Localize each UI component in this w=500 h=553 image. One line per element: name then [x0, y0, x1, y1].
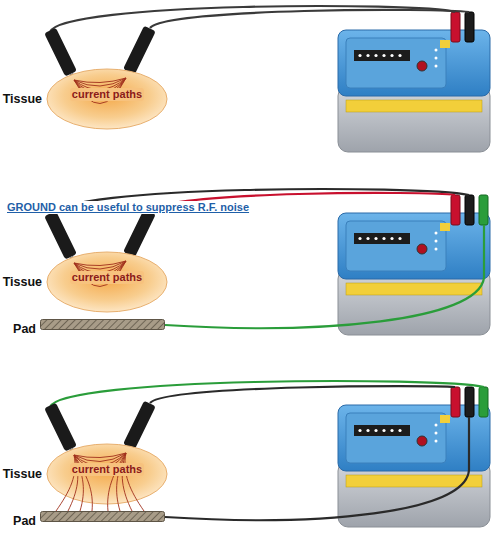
tissue-label: Tissue — [3, 92, 42, 106]
ground-pad: Pad — [40, 511, 165, 522]
tissue-ellipse: Tissuecurrent paths — [46, 251, 168, 313]
tissue-label: Tissue — [3, 467, 42, 481]
ground-terminal — [479, 195, 488, 225]
tissue-ellipse: Tissuecurrent paths — [46, 443, 168, 505]
note-text: GROUND can be useful to suppress R.F. no… — [5, 201, 251, 214]
panel-1 — [44, 6, 490, 152]
tissue-ellipse: Tissuecurrent paths — [46, 68, 168, 130]
generator-device — [338, 12, 490, 152]
pad-label: Pad — [13, 322, 36, 336]
ground-wire — [50, 381, 484, 407]
pad-shape — [40, 511, 165, 522]
pad-label: Pad — [13, 514, 36, 528]
tissue-label: Tissue — [3, 275, 42, 289]
ground-pad: Pad — [40, 319, 165, 330]
wire — [150, 386, 455, 403]
ground-wire — [165, 225, 484, 328]
ground-terminal — [479, 387, 488, 417]
panel-3 — [44, 381, 490, 527]
current-label: current paths — [70, 88, 144, 101]
generator-device — [338, 195, 490, 335]
wire — [165, 417, 469, 520]
wire — [150, 10, 469, 28]
current-paths — [56, 453, 144, 511]
current-label: current paths — [70, 271, 144, 284]
pad-shape — [40, 319, 165, 330]
current-label: current paths — [70, 463, 144, 476]
